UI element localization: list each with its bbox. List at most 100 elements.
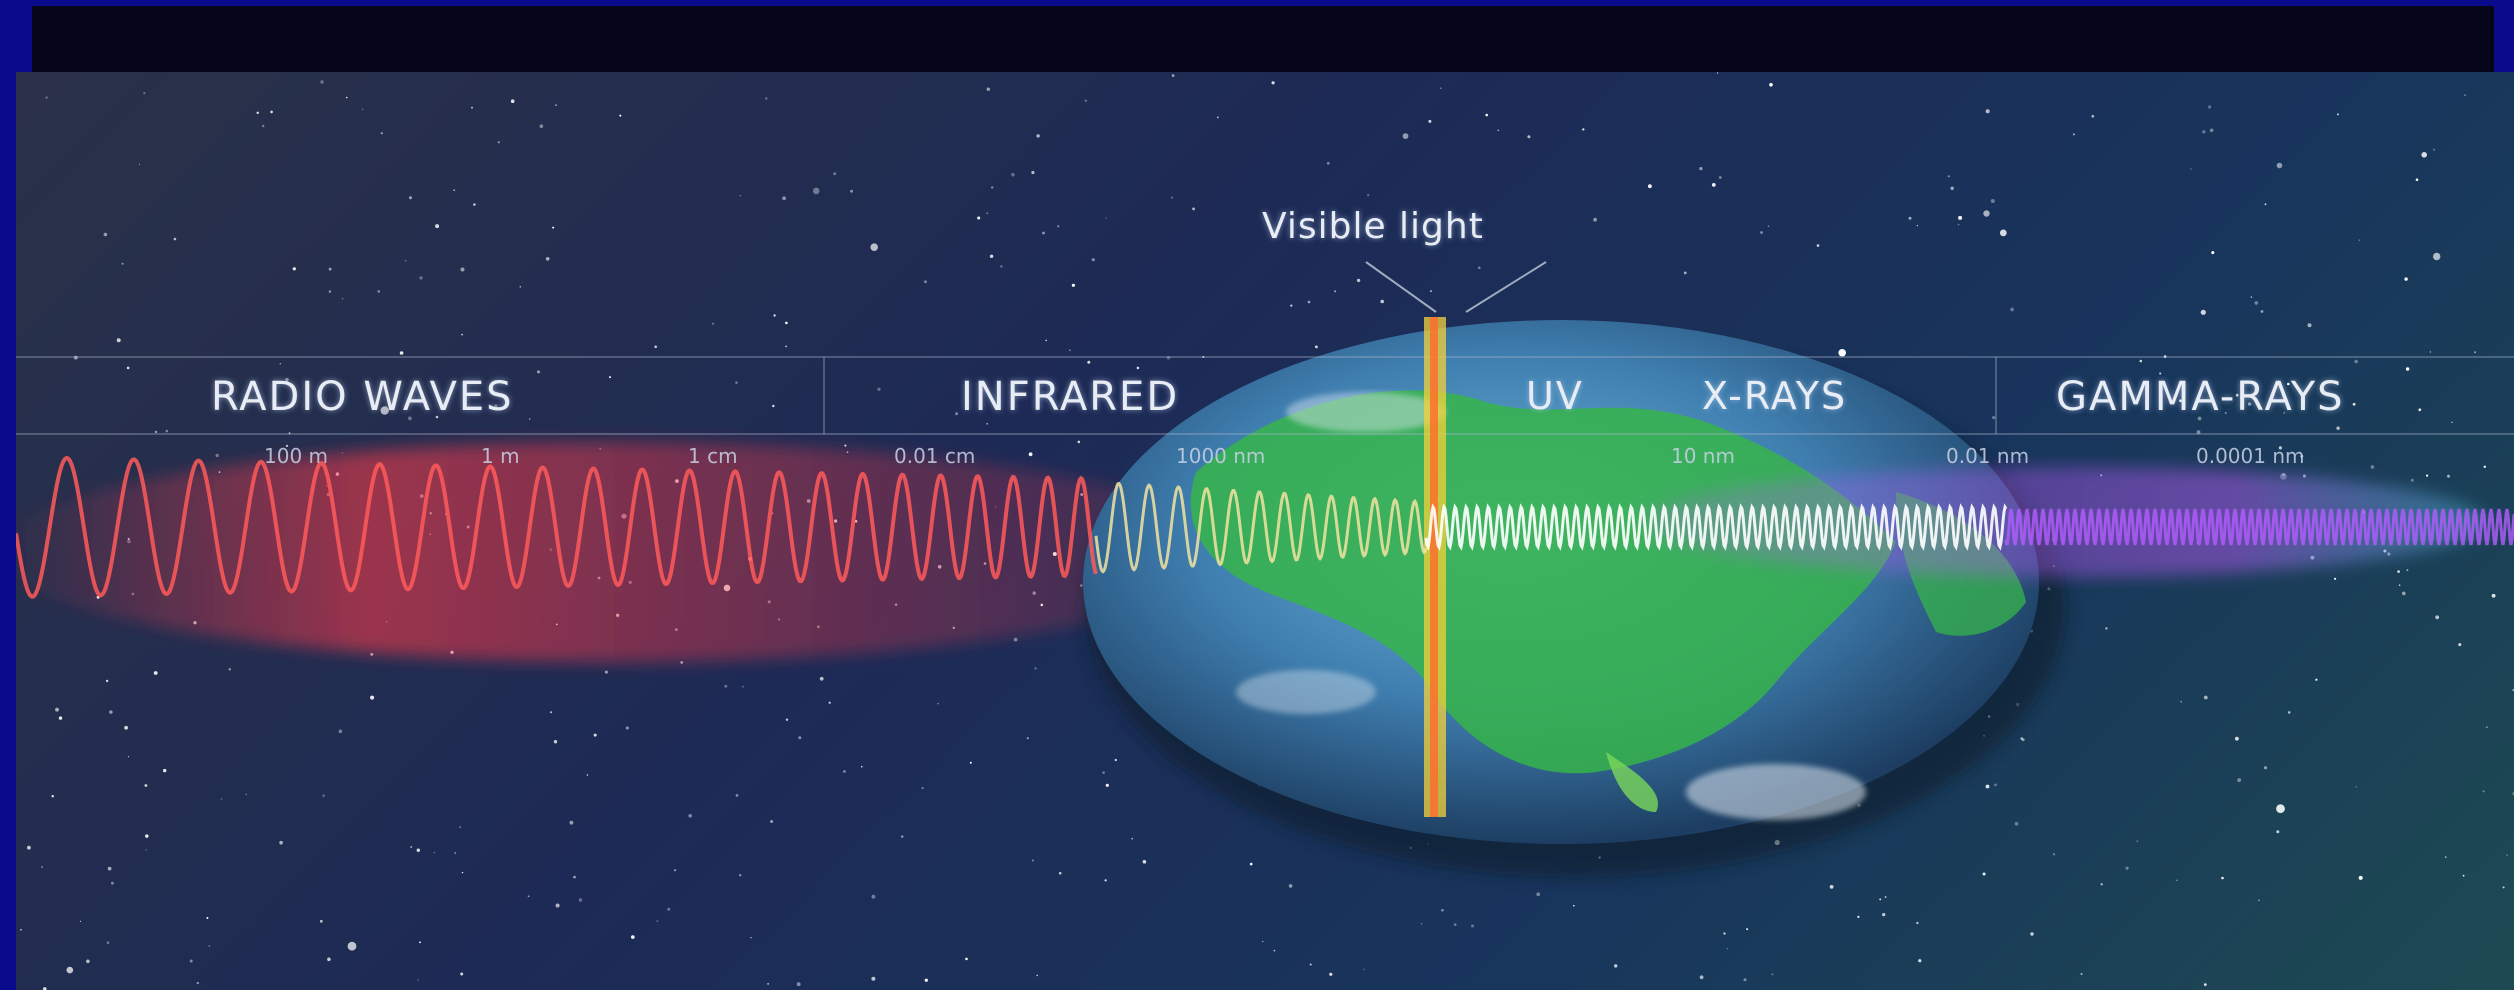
- star: [143, 92, 146, 95]
- star: [2445, 856, 2447, 858]
- star: [408, 416, 412, 421]
- star: [2426, 474, 2429, 477]
- star: [1982, 872, 1986, 876]
- wave-infrared-segment: [1094, 481, 1428, 574]
- star: [631, 935, 635, 939]
- star: [2260, 310, 2264, 313]
- star: [2300, 455, 2304, 458]
- star: [770, 820, 773, 823]
- star: [1069, 349, 1071, 352]
- star: [539, 124, 544, 128]
- star: [1430, 290, 1432, 293]
- star: [2287, 382, 2290, 386]
- star: [1746, 928, 1749, 931]
- star: [1288, 884, 1293, 888]
- star: [2197, 416, 2202, 421]
- star: [573, 875, 576, 879]
- star: [453, 189, 456, 191]
- star: [419, 941, 421, 944]
- star: [735, 381, 738, 384]
- star: [850, 189, 853, 193]
- star: [2283, 412, 2285, 414]
- star: [1983, 210, 1990, 217]
- wavelength-tick: 1 cm: [688, 444, 738, 468]
- star: [2030, 932, 2034, 936]
- star: [285, 378, 289, 382]
- star: [2429, 351, 2432, 353]
- star: [292, 267, 296, 271]
- spectrum-graphic: [16, 72, 2514, 990]
- star: [2433, 148, 2436, 151]
- star: [654, 345, 657, 349]
- star: [2247, 402, 2252, 406]
- star: [2200, 309, 2206, 315]
- star: [798, 736, 802, 740]
- star: [471, 106, 473, 109]
- star: [924, 280, 927, 284]
- star: [2336, 426, 2340, 430]
- star: [2258, 899, 2260, 901]
- star: [593, 733, 597, 737]
- star: [1829, 885, 1834, 889]
- star: [154, 430, 158, 434]
- earth-globe: [1083, 320, 2066, 877]
- star: [163, 768, 167, 773]
- star: [550, 711, 552, 714]
- star: [1028, 452, 1033, 457]
- star: [410, 846, 413, 848]
- star: [262, 124, 265, 128]
- star: [43, 987, 47, 990]
- star: [1142, 860, 1147, 864]
- star: [79, 920, 82, 923]
- wavelength-tick: 0.0001 nm: [2196, 444, 2305, 468]
- star: [609, 376, 611, 379]
- wavelength-tick: 10 nm: [1671, 444, 1735, 468]
- star: [1262, 940, 1264, 943]
- star: [812, 187, 820, 195]
- star: [742, 685, 744, 688]
- star: [977, 216, 981, 220]
- star: [1402, 133, 1409, 139]
- star: [341, 298, 344, 300]
- star: [288, 432, 291, 435]
- star: [454, 381, 457, 383]
- star: [1469, 219, 1472, 222]
- star: [1087, 360, 1091, 364]
- star: [1104, 879, 1107, 882]
- star: [819, 676, 824, 681]
- star: [1011, 172, 1015, 177]
- star: [127, 756, 130, 758]
- star: [2020, 737, 2023, 740]
- star: [320, 80, 324, 84]
- star: [2208, 105, 2212, 109]
- star: [2264, 203, 2267, 206]
- star: [1420, 922, 1423, 925]
- star: [328, 267, 332, 271]
- star: [322, 794, 325, 797]
- star: [2136, 840, 2138, 842]
- star: [1356, 278, 1361, 283]
- star: [380, 132, 383, 135]
- star: [370, 695, 375, 700]
- star: [1573, 904, 1575, 907]
- star: [51, 795, 54, 798]
- star: [454, 852, 457, 854]
- star: [2485, 726, 2488, 729]
- star: [1136, 366, 1140, 370]
- star: [215, 453, 219, 458]
- star: [2451, 421, 2453, 423]
- star: [844, 444, 847, 447]
- star: [1994, 783, 1997, 787]
- star: [2406, 569, 2409, 571]
- star: [1497, 129, 1500, 132]
- star: [1990, 199, 1995, 203]
- star: [2091, 114, 2095, 118]
- star: [1329, 972, 1333, 976]
- star: [2190, 168, 2192, 170]
- star: [1428, 119, 1432, 123]
- star: [1527, 135, 1531, 139]
- star: [989, 254, 994, 258]
- star: [1309, 963, 1312, 966]
- star: [460, 267, 465, 272]
- star: [1315, 345, 1318, 349]
